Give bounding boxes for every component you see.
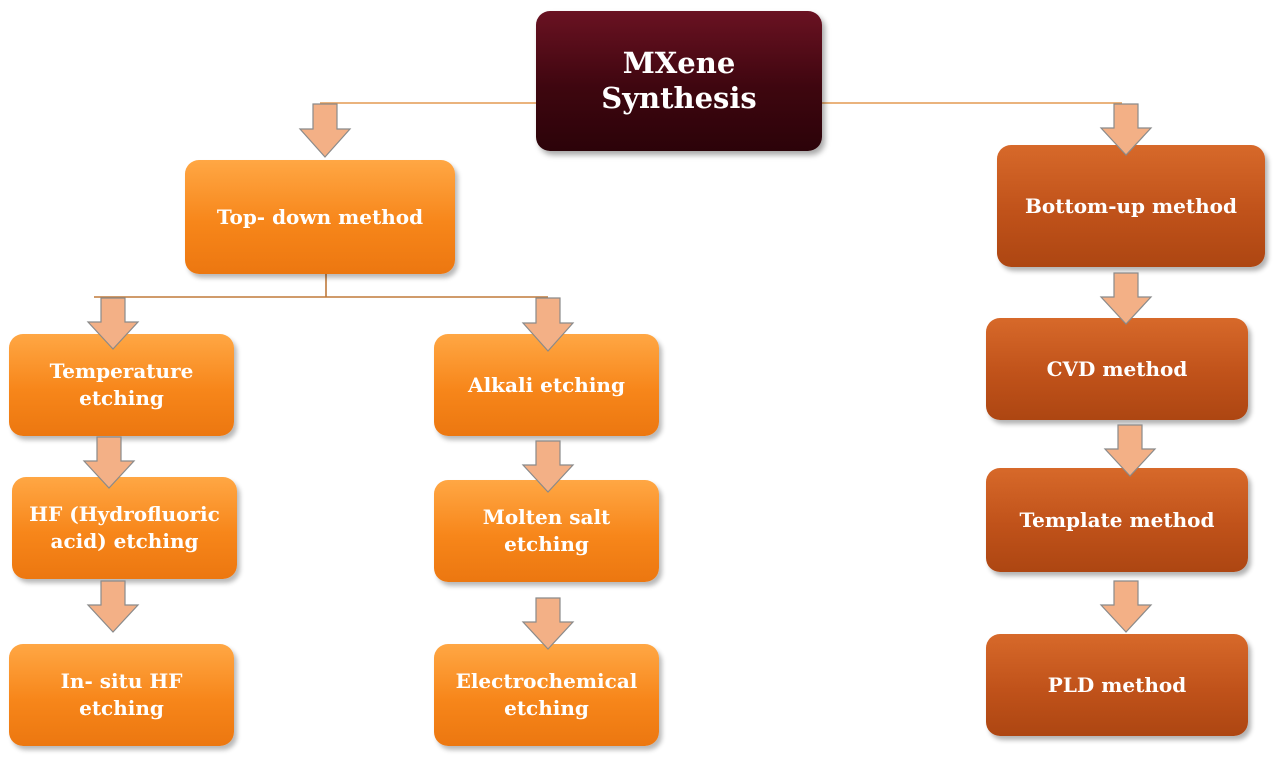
arrow-down-icon [1103,424,1157,477]
arrow-down-icon [1099,580,1153,633]
arrow-down-icon [1099,272,1153,325]
node-bottom-up: Bottom-up method [997,145,1265,267]
node-pld: PLD method [986,634,1248,736]
arrow-down-icon [521,297,575,352]
node-top-down: Top- down method [185,160,455,274]
arrow-down-icon [1099,103,1153,156]
node-insitu-hf-etching: In- situ HF etching [9,644,234,746]
arrow-down-icon [298,103,352,158]
node-alkali-etching: Alkali etching [434,334,659,436]
node-molten-salt-etching: Molten salt etching [434,480,659,582]
node-template: Template method [986,468,1248,572]
node-cvd: CVD method [986,318,1248,420]
node-electrochemical-etching: Electrochemical etching [434,644,659,746]
arrow-down-icon [86,297,140,350]
node-hf-etching: HF (Hydrofluoric acid) etching [12,477,237,579]
node-temperature-etching: Temperature etching [9,334,234,436]
arrow-down-icon [86,580,140,633]
arrow-down-icon [521,597,575,650]
arrow-down-icon [82,436,136,489]
arrow-down-icon [521,440,575,493]
node-root: MXene Synthesis [536,11,822,151]
